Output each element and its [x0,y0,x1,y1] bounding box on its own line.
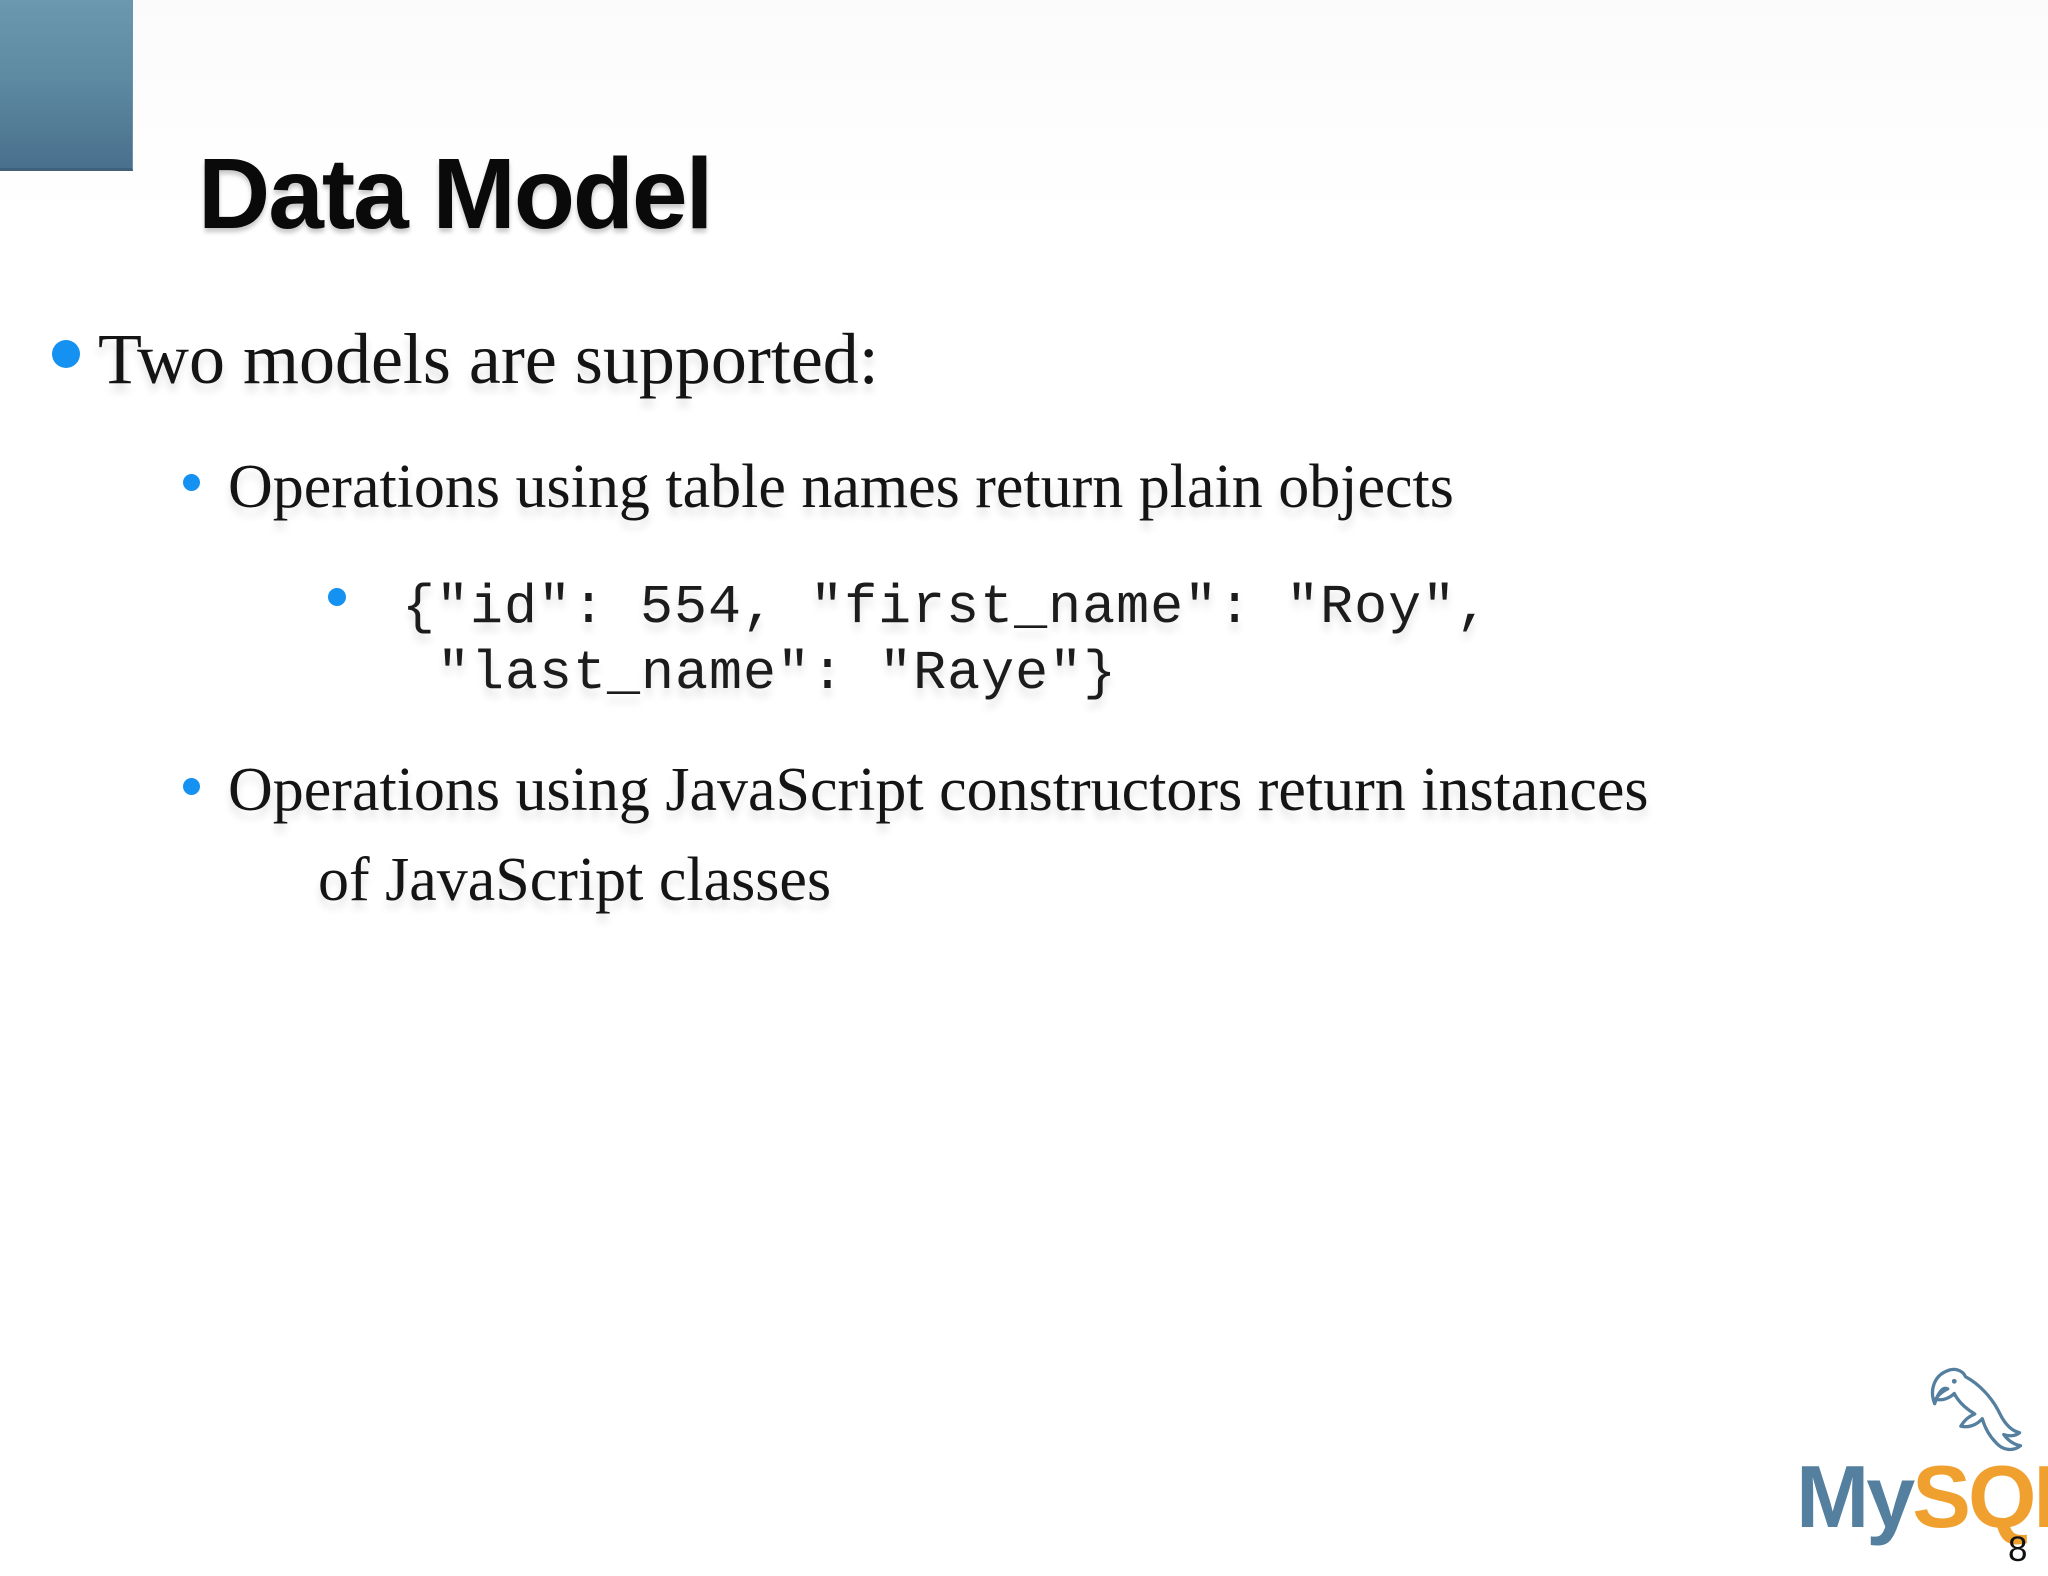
bullet-text-sub1: Operations using table names return plai… [228,453,1454,521]
mysql-dolphin-icon [1930,1367,2023,1452]
bullet-dot-code [328,588,346,606]
mysql-wordmark: MySQL™ [1796,1446,2048,1548]
bullet-dot-sub2 [183,778,200,795]
code-snippet-line2: "last_name": "Raye"} [437,642,1118,705]
page-number: 8 [2008,1530,2028,1569]
mysql-logo: MySQL™ [1790,1358,2048,1546]
bullet-dot-sub1 [183,474,200,491]
bullet-text-sub2-line2: of JavaScript classes [318,846,832,914]
bullet-dot-level1 [52,340,80,368]
corner-accent-square [0,0,133,171]
mysql-wordmark-sql: SQL [1912,1447,2048,1546]
page-title: Data Model [198,138,713,250]
bullet-text-sub2-line1: Operations using JavaScript constructors… [228,756,1649,824]
mysql-wordmark-my: My [1796,1447,1915,1546]
code-snippet-line1: {"id": 554, "first_name": "Roy", [402,576,1491,639]
bullet-text-level1: Two models are supported: [98,319,879,399]
